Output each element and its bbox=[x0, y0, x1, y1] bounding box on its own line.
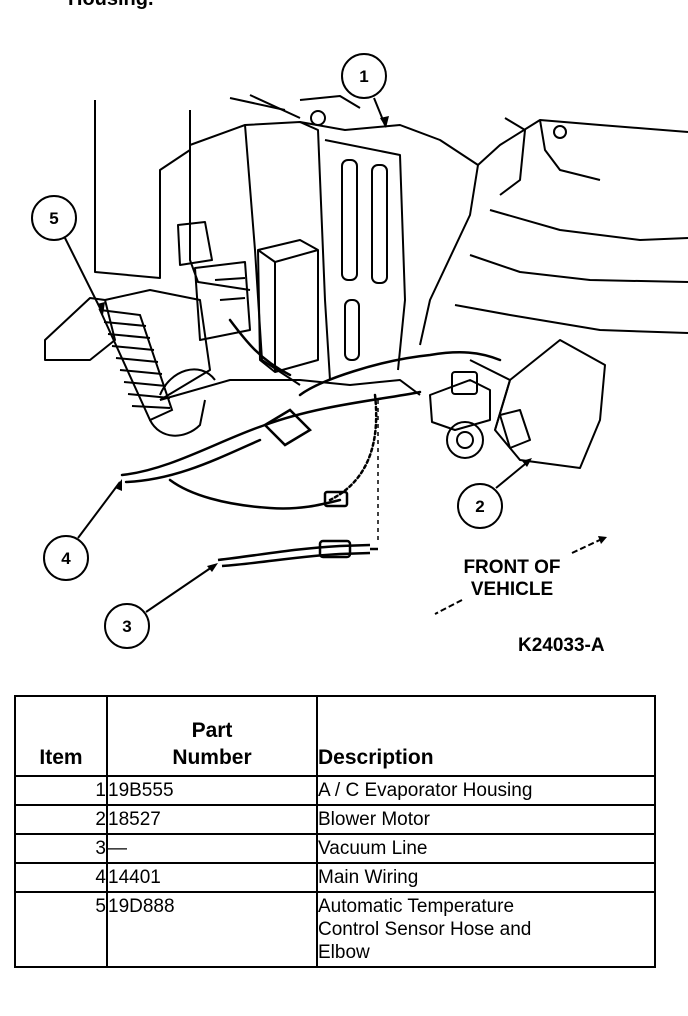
front-label-line1: FRONT OF bbox=[463, 557, 560, 578]
front-of-vehicle-label: FRONT OF VEHICLE bbox=[434, 536, 607, 615]
row-description: A / C Evaporator Housing bbox=[316, 775, 656, 806]
table-row: 3 — Vacuum Line bbox=[14, 833, 656, 864]
front-arrow-lower bbox=[434, 599, 463, 615]
main-wiring-drawing bbox=[120, 318, 502, 510]
row-item: 2 bbox=[14, 804, 108, 835]
row-part: — bbox=[106, 833, 318, 864]
parts-table: Item Part Number Description 1 19B555 A … bbox=[14, 695, 656, 968]
table-header-row: Item Part Number Description bbox=[14, 695, 656, 777]
row-part: 18527 bbox=[106, 804, 318, 835]
row-description-line: Elbow bbox=[318, 942, 370, 963]
table-row: 5 19D888 Automatic Temperature Control S… bbox=[14, 891, 656, 968]
front-arrow-upper bbox=[571, 537, 605, 554]
exploded-diagram: Housing. bbox=[31, 0, 688, 656]
table-row: 4 14401 Main Wiring bbox=[14, 862, 656, 893]
row-description: Automatic Temperature Control Sensor Hos… bbox=[316, 891, 656, 968]
header-item: Item bbox=[14, 695, 108, 777]
top-caption-fragment: Housing. bbox=[68, 0, 154, 10]
row-part: 19B555 bbox=[106, 775, 318, 806]
row-part: 14401 bbox=[106, 862, 318, 893]
sensor-hose-drawing bbox=[98, 308, 216, 437]
row-item: 3 bbox=[14, 833, 108, 864]
callout-4: 4 bbox=[43, 479, 122, 581]
row-description-line: Automatic Temperature bbox=[318, 896, 515, 917]
callout-3-label: 3 bbox=[122, 617, 131, 636]
row-description: Vacuum Line bbox=[316, 833, 656, 864]
row-description: Blower Motor bbox=[316, 804, 656, 835]
callout-5: 5 bbox=[31, 195, 105, 315]
table-row: 2 18527 Blower Motor bbox=[14, 804, 656, 835]
row-description-line: Control Sensor Hose and bbox=[318, 919, 532, 940]
callout-3: 3 bbox=[104, 563, 218, 649]
row-item: 5 bbox=[14, 891, 108, 968]
row-description: Main Wiring bbox=[316, 862, 656, 893]
figure-id: K24033-A bbox=[518, 635, 605, 656]
header-part-number: Part Number bbox=[106, 695, 318, 777]
row-item: 1 bbox=[14, 775, 108, 806]
callout-5-label: 5 bbox=[49, 209, 58, 228]
front-label-line2: VEHICLE bbox=[471, 579, 553, 600]
callout-2-label: 2 bbox=[475, 497, 484, 516]
callout-1: 1 bbox=[341, 53, 389, 128]
header-part-line2: Number bbox=[172, 746, 252, 769]
callout-1-label: 1 bbox=[359, 67, 368, 86]
header-description: Description bbox=[316, 695, 656, 777]
table-row: 1 19B555 A / C Evaporator Housing bbox=[14, 775, 656, 806]
row-item: 4 bbox=[14, 862, 108, 893]
row-part: 19D888 bbox=[106, 891, 318, 968]
evaporator-housing-drawing bbox=[44, 94, 688, 469]
vacuum-line-drawing bbox=[217, 400, 379, 568]
callout-4-label: 4 bbox=[61, 549, 71, 568]
header-part-line1: Part bbox=[191, 719, 233, 742]
callout-2: 2 bbox=[457, 458, 532, 529]
